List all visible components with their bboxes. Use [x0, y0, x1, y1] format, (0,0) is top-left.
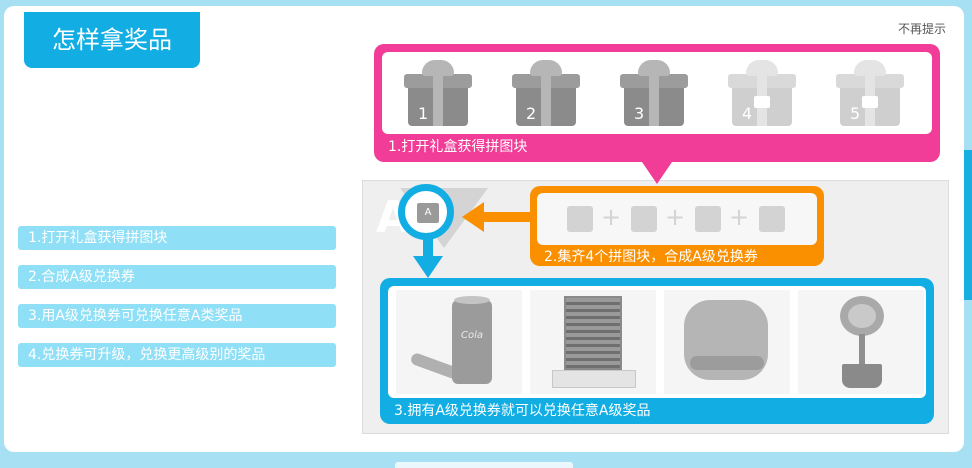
- sunflower-toy-icon[interactable]: [798, 290, 924, 394]
- puzzle-step: + + + 2.集齐4个拼图块，合成A级兑换券: [530, 186, 824, 266]
- puzzle-step-caption: 2.集齐4个拼图块，合成A级兑换券: [544, 249, 758, 265]
- locked-gift-box-icon[interactable]: 4: [728, 60, 796, 130]
- gift-number: 2: [526, 104, 537, 123]
- steps-list: 1.打开礼盒获得拼图块 2.合成A级兑换券 3.用A级兑换券可兑换任意A类奖品 …: [18, 226, 336, 382]
- puzzle-piece-icon: [759, 206, 785, 232]
- down-arrow-icon: [642, 162, 672, 184]
- page-title: 怎样拿奖品: [24, 12, 200, 68]
- left-arrow-icon: [462, 202, 484, 232]
- prize-row: Cola: [388, 286, 926, 398]
- plus-icon: +: [601, 203, 622, 231]
- bottom-tab[interactable]: [395, 462, 573, 468]
- down-arrow-icon: [413, 256, 443, 278]
- gift-step-caption: 1.打开礼盒获得拼图块: [388, 139, 528, 155]
- gift-number: 4: [742, 104, 753, 123]
- step-item: 4.兑换券可升级，兑换更高级别的奖品: [18, 343, 336, 367]
- bottom-strip: [0, 452, 972, 468]
- lock-icon: [862, 96, 878, 108]
- puzzle-row: + + +: [537, 193, 817, 245]
- prize-step: Cola 3.拥有A级兑换券就可以兑换任意A级奖品: [380, 278, 934, 424]
- puzzle-piece-icon: [631, 206, 657, 232]
- gift-number: 3: [634, 104, 645, 123]
- step-item: 1.打开礼盒获得拼图块: [18, 226, 336, 250]
- side-tab[interactable]: [964, 150, 972, 300]
- gift-box-icon[interactable]: 3: [620, 60, 688, 130]
- dont-show-again-link[interactable]: 不再提示: [897, 22, 946, 36]
- step-item: 3.用A级兑换券可兑换任意A类奖品: [18, 304, 336, 328]
- down-arrow-stem: [423, 236, 433, 258]
- gift-number: 1: [418, 104, 429, 123]
- can-label: Cola: [460, 330, 483, 341]
- a-ticket-highlight: A: [398, 184, 454, 240]
- gift-box-step: 1 2 3 4 5 1.打开礼盒获得拼图块: [374, 44, 940, 162]
- gift-number: 5: [850, 104, 861, 123]
- gift-box-icon[interactable]: 1: [404, 60, 472, 130]
- cushion-icon[interactable]: [664, 290, 790, 394]
- building-blocks-icon[interactable]: [530, 290, 656, 394]
- gift-box-icon[interactable]: 2: [512, 60, 580, 130]
- step-item: 2.合成A级兑换券: [18, 265, 336, 289]
- gift-row: 1 2 3 4 5: [382, 52, 932, 134]
- ticket-icon: A: [417, 203, 439, 223]
- plus-icon: +: [729, 203, 750, 231]
- plus-icon: +: [665, 203, 686, 231]
- cola-can-icon[interactable]: Cola: [396, 290, 522, 394]
- puzzle-piece-icon: [567, 206, 593, 232]
- left-arrow-stem: [482, 212, 534, 222]
- puzzle-piece-icon: [695, 206, 721, 232]
- locked-gift-box-icon[interactable]: 5: [836, 60, 904, 130]
- lock-icon: [754, 96, 770, 108]
- prize-step-caption: 3.拥有A级兑换券就可以兑换任意A级奖品: [394, 403, 651, 419]
